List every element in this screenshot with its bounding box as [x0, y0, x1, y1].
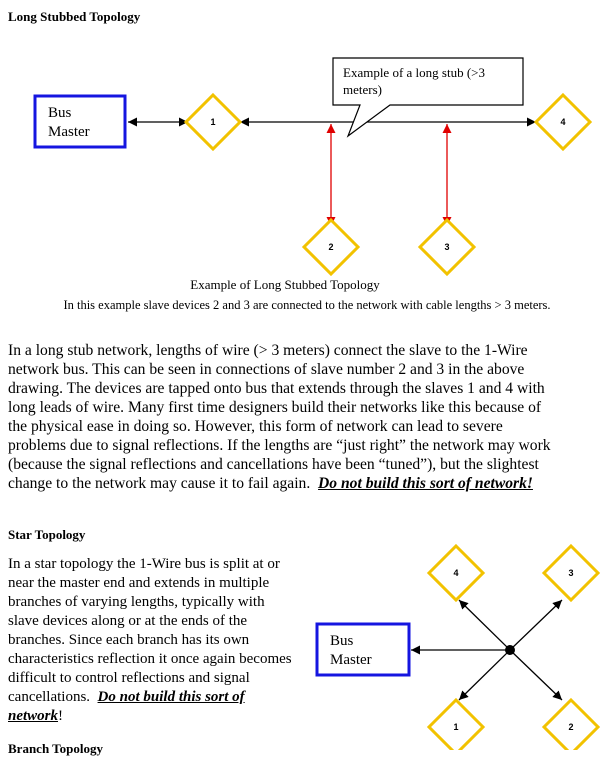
paragraph-line: branches. Since each branch has its own	[8, 632, 250, 648]
callout-text: Example of a long stub (>3 meters)	[343, 64, 485, 98]
node-1-icon: 1	[183, 92, 243, 152]
callout-text-line1: Example of a long stub (>3	[343, 65, 485, 80]
section-heading-branch: Branch Topology	[8, 741, 104, 756]
svg-text:1: 1	[453, 722, 458, 732]
svg-text:4: 4	[453, 568, 458, 578]
paragraph-line: In a star topology the 1-Wire bus is spl…	[8, 556, 280, 572]
paragraph-line-last: change to the network may cause it to fa…	[8, 475, 311, 492]
warning-text: Do not build this sort of	[97, 689, 245, 705]
paragraph-line: (because the signal reflections and canc…	[8, 456, 539, 473]
warning-trailing: !	[58, 708, 64, 724]
figure-subcaption: In this example slave devices 2 and 3 ar…	[63, 298, 551, 312]
star-branch-node2	[509, 649, 563, 701]
star-diagram: 4 3 1 2	[315, 543, 601, 750]
svg-text:1: 1	[210, 117, 215, 127]
svg-text:4: 4	[560, 117, 565, 127]
callout-bubble	[332, 57, 524, 138]
node-3-icon: 3	[417, 217, 477, 277]
node-4-icon: 4	[533, 92, 593, 152]
star-node-3-icon: 3	[541, 543, 601, 603]
svg-text:3: 3	[444, 242, 449, 252]
bus-master-label-line2: Master	[48, 124, 90, 140]
paragraph-line: slave devices along or at the ends of th…	[8, 613, 248, 629]
svg-text:2: 2	[568, 722, 573, 732]
paragraph-line: characteristics reflection it once again…	[8, 651, 292, 667]
star-bus-master-label-line2: Master	[330, 652, 372, 668]
paragraph-line: difficult to control reflections and sig…	[8, 670, 250, 686]
star-bus-master-label-line1: Bus	[330, 633, 354, 649]
star-bus-master-box	[315, 622, 411, 677]
paragraph-line: branches of varying lengths, typically w…	[8, 594, 265, 610]
star-branch-node4	[458, 599, 511, 651]
star-node-2-icon: 2	[541, 697, 601, 750]
star-bus-master-label: Bus Master	[330, 632, 372, 670]
star-node-1-icon: 1	[426, 697, 486, 750]
svg-text:3: 3	[568, 568, 573, 578]
paragraph-line: change to the network may cause it to fa…	[8, 474, 560, 493]
star-branch-node1	[458, 649, 511, 701]
paragraph-line: In a long stub network, lengths of wire …	[8, 342, 528, 359]
long-stub-paragraph: In a long stub network, lengths of wire …	[8, 341, 560, 493]
long-stub-diagram: 1 4 2 3	[33, 57, 593, 277]
bus-master-label-line1: Bus	[48, 105, 72, 121]
warning-text: network	[8, 708, 59, 724]
star-hub	[505, 645, 515, 655]
bus-master-box	[33, 94, 127, 149]
paragraph-line: cancellations. Do not build this sort of	[8, 688, 308, 707]
star-node-4-icon: 4	[426, 543, 486, 603]
paragraph-line: network!	[8, 707, 308, 726]
paragraph-line: near the master end and extends in multi…	[8, 575, 270, 591]
callout-text-line2: meters)	[343, 82, 382, 97]
paragraph-line: drawing. The devices are tapped onto bus…	[8, 380, 545, 397]
section-heading-long-stub: Long Stubbed Topology	[8, 9, 141, 24]
section-heading-star: Star Topology	[8, 527, 86, 542]
warning-text: Do not build this sort of network!	[318, 475, 533, 492]
star-branch-node3	[509, 599, 563, 651]
paragraph-line: problems due to signal reflections. If t…	[8, 437, 551, 454]
paragraph-line: the physical ease in doing so. However, …	[8, 418, 503, 435]
bus-master-label: Bus Master	[48, 104, 90, 142]
figure-caption: Example of Long Stubbed Topology	[190, 277, 380, 292]
paragraph-line: network bus. This can be seen in connect…	[8, 361, 525, 378]
paragraph-line-last: cancellations.	[8, 689, 91, 705]
svg-text:2: 2	[328, 242, 333, 252]
paragraph-line: long leads of wire. Many first time desi…	[8, 399, 542, 416]
node-2-icon: 2	[301, 217, 361, 277]
star-paragraph: In a star topology the 1-Wire bus is spl…	[8, 555, 308, 726]
